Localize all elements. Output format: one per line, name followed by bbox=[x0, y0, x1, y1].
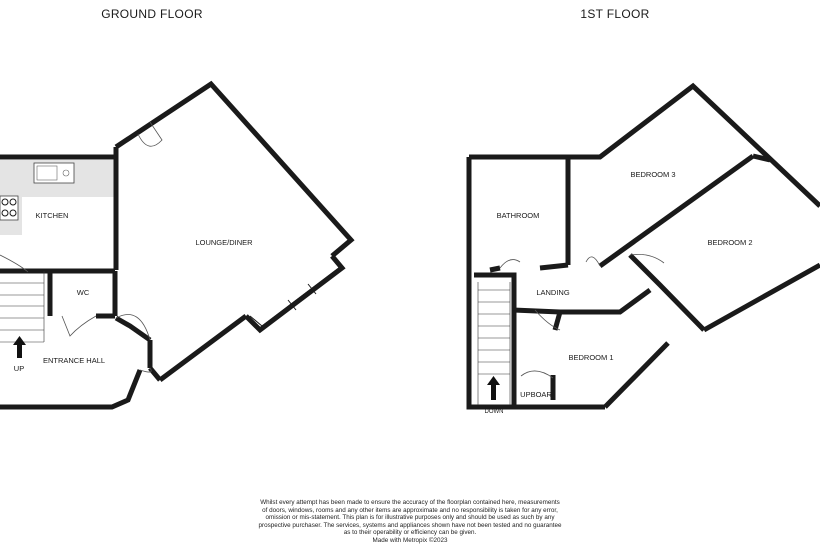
room-label-wc: WC bbox=[77, 288, 90, 297]
disclaimer-line: omission or mis-statement. This plan is … bbox=[265, 514, 555, 522]
stairs-up-label: UP bbox=[14, 364, 24, 373]
door-lounge-hall bbox=[115, 314, 151, 341]
disclaimer-credit: Made with Metropix ©2023 bbox=[372, 536, 448, 544]
room-label-kitchen: KITCHEN bbox=[36, 211, 69, 220]
room-label-bathroom: BATHROOM bbox=[497, 211, 540, 220]
first-stairs bbox=[477, 282, 511, 405]
ground-floor-plan bbox=[0, 80, 355, 410]
up-arrow-icon bbox=[13, 336, 26, 358]
room-label-bedroom-1: BEDROOM 1 bbox=[568, 353, 613, 362]
door-lounge-top bbox=[137, 121, 163, 147]
disclaimer-line: as to their operability or efficiency ca… bbox=[343, 529, 477, 537]
room-label-bedroom-2: BEDROOM 2 bbox=[707, 238, 752, 247]
door-bedroom3 bbox=[585, 256, 601, 267]
room-label-lounge-diner: LOUNGE/DINER bbox=[195, 238, 253, 247]
door-wc bbox=[61, 315, 97, 337]
hob-icon bbox=[0, 195, 19, 221]
door-bathroom bbox=[499, 259, 521, 269]
disclaimer: Whilst every attempt has been made to en… bbox=[240, 499, 580, 545]
door-cupboard bbox=[520, 370, 554, 379]
door-bedroom2 bbox=[629, 253, 665, 264]
room-label-bedroom-3: BEDROOM 3 bbox=[630, 170, 675, 179]
ground-floor-title: GROUND FLOOR bbox=[101, 7, 203, 21]
stairs-down-label: DOWN bbox=[485, 409, 504, 415]
disclaimer-line: prospective purchaser. The services, sys… bbox=[258, 521, 562, 529]
door-bedroom1 bbox=[534, 309, 561, 331]
room-label-entrance-hall: ENTRANCE HALL bbox=[43, 356, 105, 365]
disclaimer-line: Whilst every attempt has been made to en… bbox=[260, 499, 560, 506]
room-label-cupboard: UPBOAR bbox=[520, 390, 552, 399]
door-front bbox=[139, 367, 152, 373]
door-kitchen bbox=[0, 254, 29, 273]
first-floor-plan bbox=[466, 82, 820, 410]
ground-stairs bbox=[0, 271, 45, 343]
disclaimer-line: of doors, windows, rooms and any other i… bbox=[262, 506, 558, 514]
room-label-landing: LANDING bbox=[536, 288, 570, 297]
sink-icon bbox=[33, 162, 75, 184]
first-floor-title: 1ST FLOOR bbox=[580, 7, 649, 21]
down-arrow-icon bbox=[487, 376, 500, 400]
